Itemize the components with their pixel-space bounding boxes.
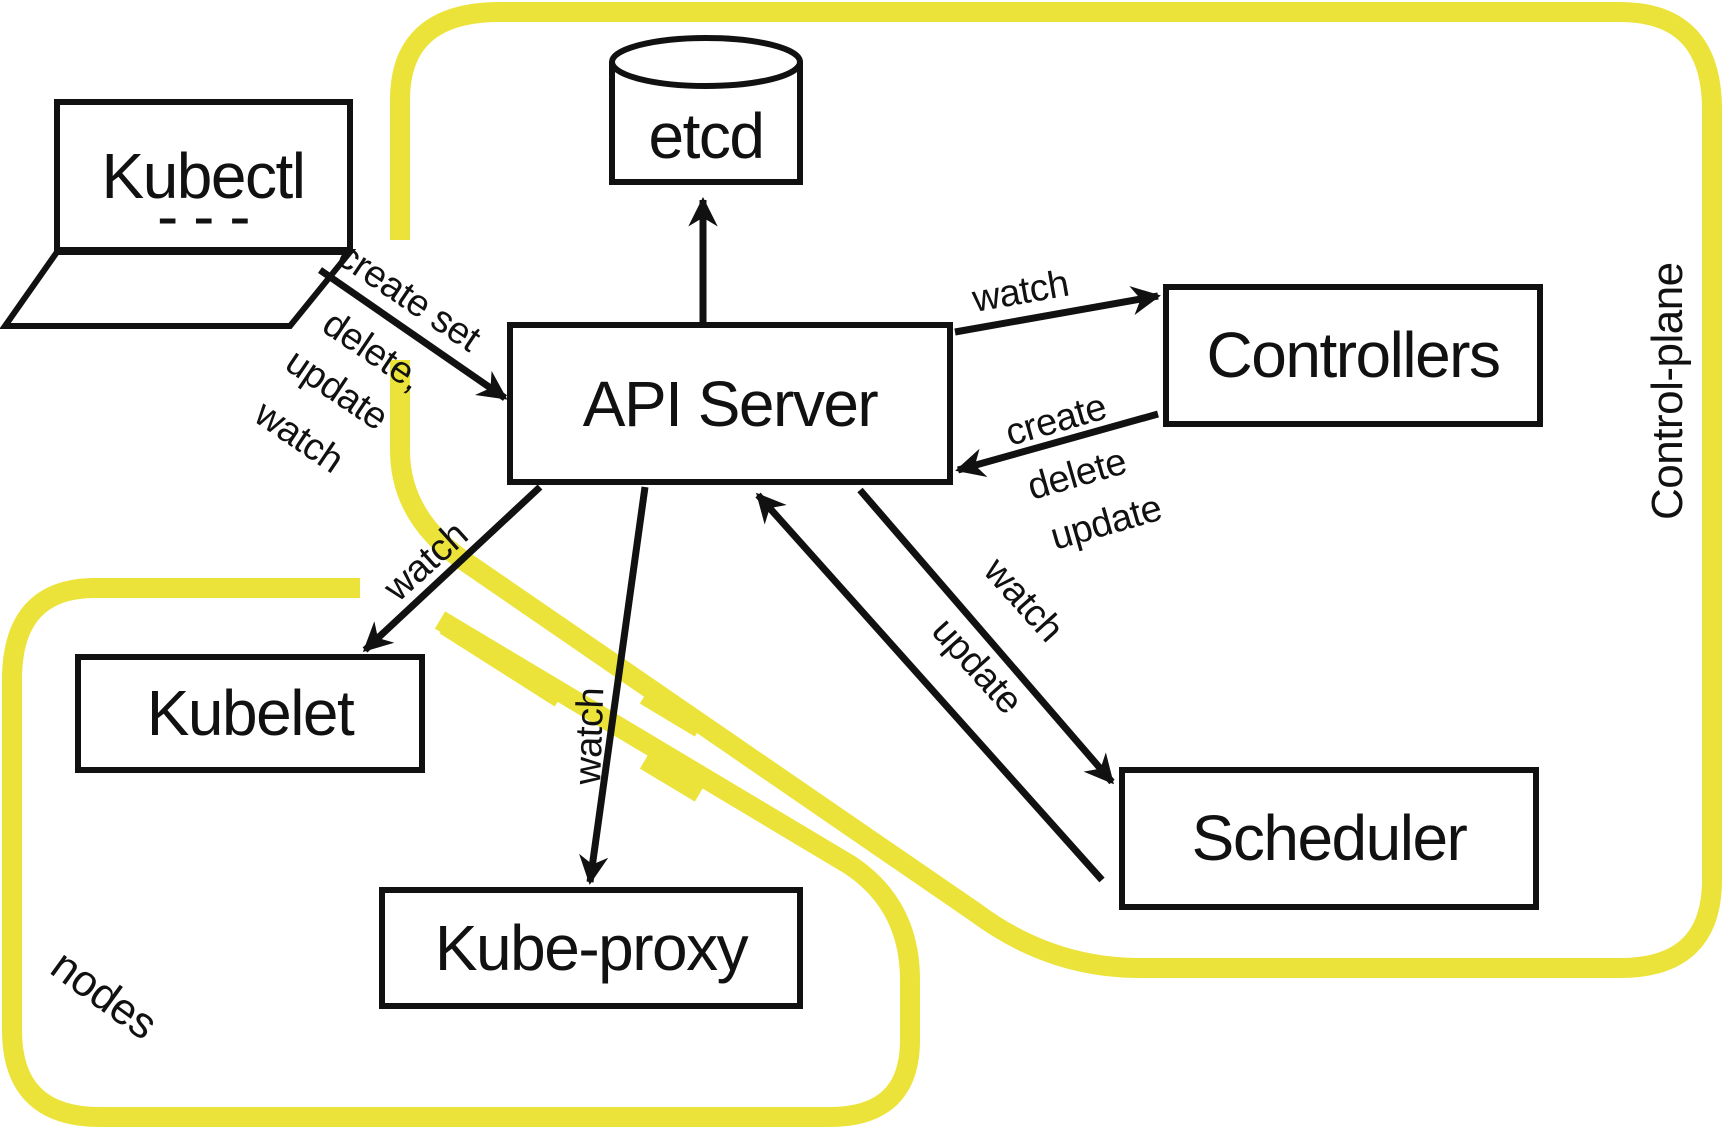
outline-gap-segment [439, 616, 566, 707]
api-server-label: API Server [583, 368, 879, 440]
kubectl-keyboard-base [0, 249, 357, 329]
scheduler-box: Scheduler [1119, 767, 1539, 910]
outline-gap-segment [639, 751, 706, 802]
outline-gap-segment [639, 686, 706, 737]
scheduler-label: Scheduler [1192, 802, 1468, 874]
controllers-label: Controllers [1207, 319, 1500, 391]
arrow-kubectl-to-api [318, 267, 508, 401]
kubelet-label: Kubelet [147, 677, 355, 749]
nodes-group-outline [2, 578, 920, 1127]
etcd-database: etcd [609, 35, 803, 185]
arrow-api-to-scheduler [857, 487, 1115, 785]
etcd-cylinder-top [609, 35, 803, 89]
edge-label-watch-kubeproxy: watch [567, 687, 612, 786]
arrow-scheduler-to-api [755, 492, 1105, 883]
etcd-label: etcd [649, 100, 764, 172]
nodes-label: nodes [42, 940, 166, 1049]
control-plane-label: Control-plane [1643, 262, 1692, 520]
arrow-controllers-to-api [955, 410, 1159, 478]
arrow-api-to-controllers [954, 286, 1161, 336]
kubectl-label: Kubectl [102, 140, 305, 212]
kube-proxy-label: Kube-proxy [435, 912, 749, 984]
etcd-cylinder-body [609, 62, 803, 185]
controllers-box: Controllers [1163, 284, 1543, 427]
kubelet-box: Kubelet [75, 654, 425, 773]
kubectl-screen [54, 99, 353, 253]
kubectl-laptop: Kubectl - - - [0, 99, 357, 329]
kubectl-dashes: - - - [157, 180, 249, 252]
kube-proxy-box: Kube-proxy [379, 887, 803, 1009]
api-server-box: API Server [507, 322, 953, 485]
arrow-api-to-kubelet [362, 484, 543, 653]
arrow-api-to-kubeproxy [579, 486, 649, 885]
